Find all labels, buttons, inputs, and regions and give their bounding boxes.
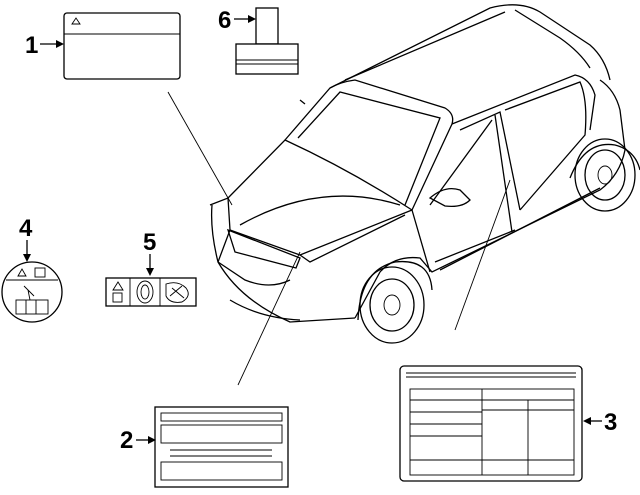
svg-text:4: 4 [19,215,33,242]
part-4-round-label[interactable] [1,261,63,323]
callout-1: 1 [25,32,64,59]
part-3-table-label[interactable] [399,365,583,482]
callout-4: 4 [19,215,33,262]
svg-text:1: 1 [25,32,38,59]
warning-triangle-icon [71,17,81,25]
part-6-tag[interactable] [235,7,299,75]
vehicle-outline [209,4,640,344]
callout-5: 5 [143,229,156,276]
warning-triangle-icon [17,268,27,277]
leader-lines [167,91,511,386]
svg-text:5: 5 [143,229,156,256]
svg-text:3: 3 [604,409,617,436]
child-seat-icon [34,267,46,278]
svg-text:6: 6 [218,7,231,34]
warning-triangle-icon [112,281,124,291]
svg-text:2: 2 [120,427,133,454]
part-2-label[interactable] [154,406,289,488]
part-1-label[interactable] [63,12,181,80]
part-5-icon-label[interactable] [105,277,197,307]
tire-icon [165,282,189,303]
callout-6: 6 [218,7,256,34]
callout-2: 2 [120,427,156,454]
airbag-icon [136,280,154,304]
callout-3: 3 [583,409,617,436]
